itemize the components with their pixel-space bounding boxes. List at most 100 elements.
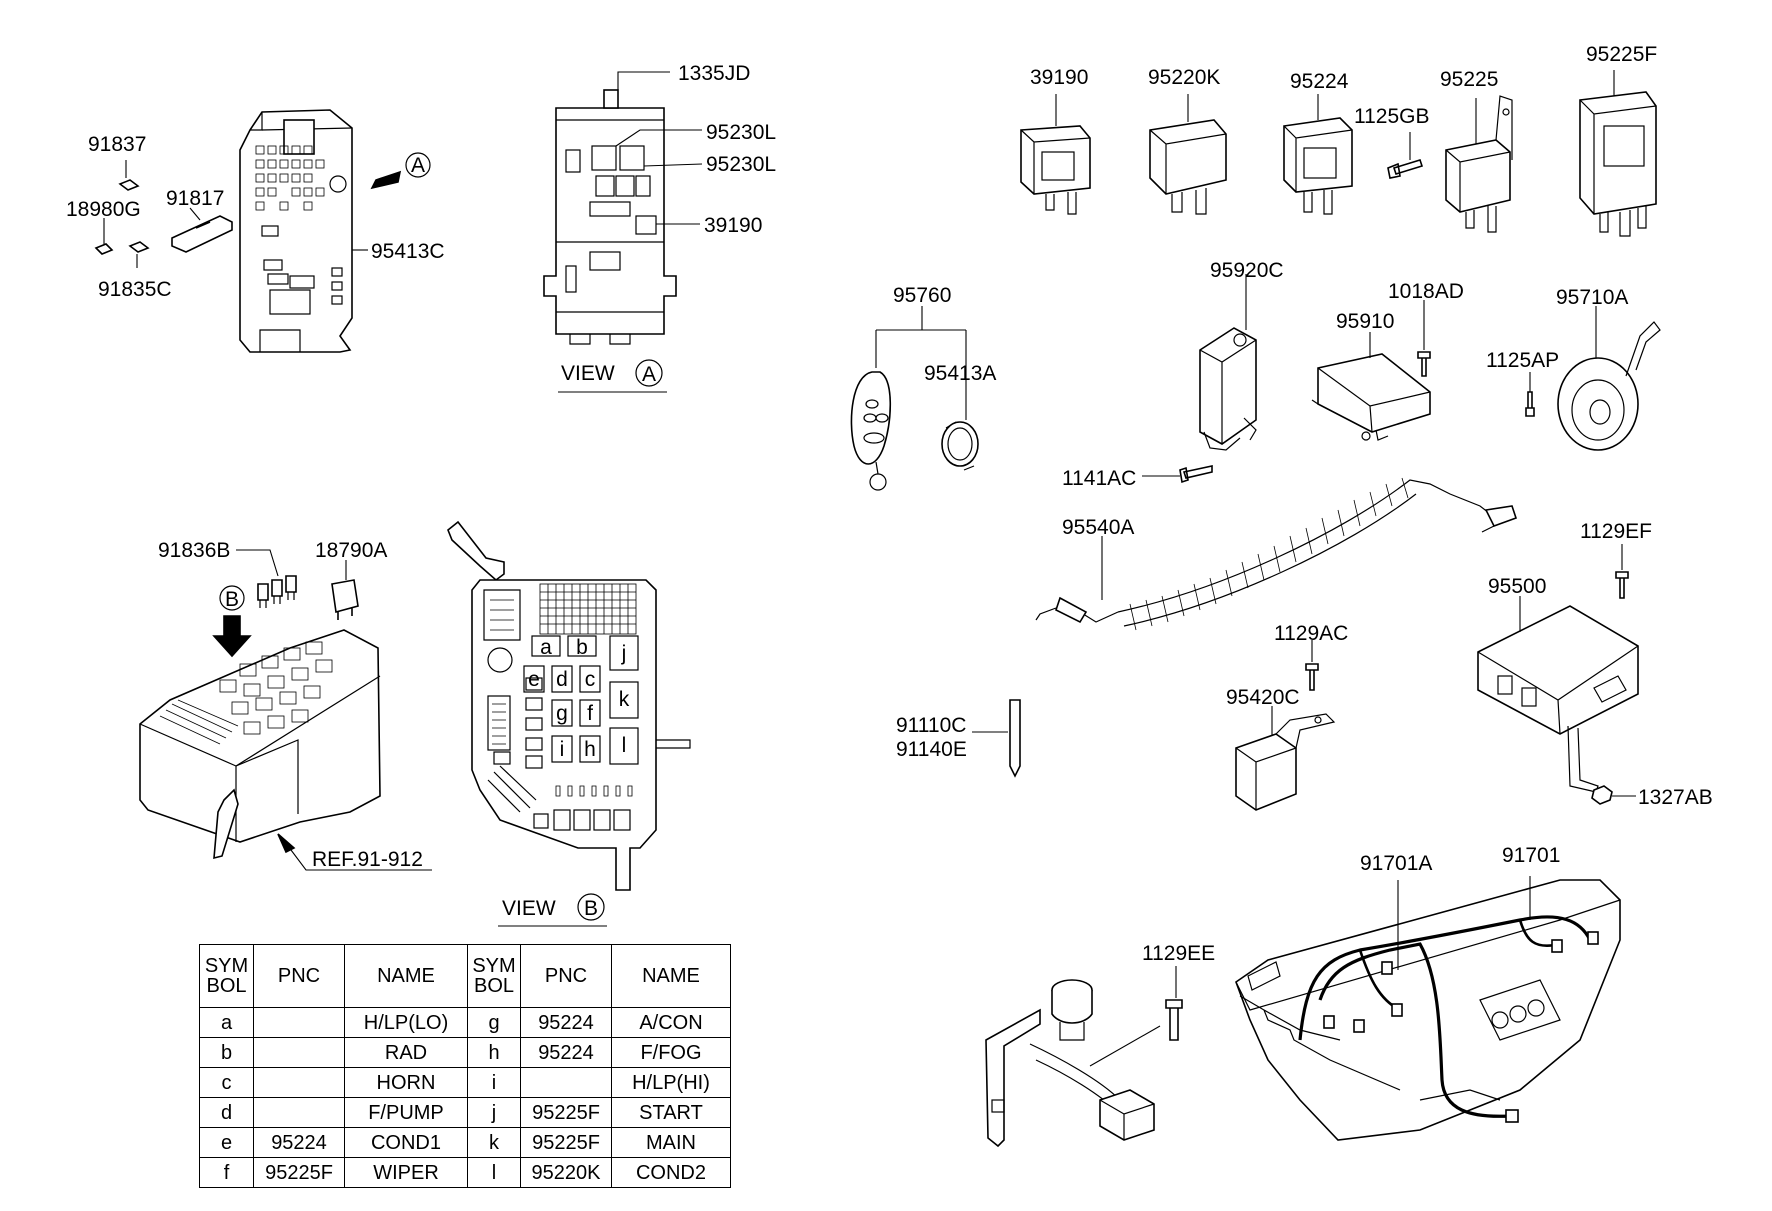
callout-1335jd: 1335JD (678, 62, 750, 85)
table-row: a H/LP(LO) g 95224 A/CON (199, 1007, 731, 1038)
table-cell: F/FOG (611, 1037, 731, 1068)
callout-95540a: 95540A (1062, 516, 1134, 539)
sensor-95920c (1199, 327, 1257, 451)
relay-95225 (1445, 95, 1513, 233)
callout-1327ab: 1327AB (1638, 786, 1713, 809)
header-pnc: PNC (253, 944, 345, 1008)
table-row: d F/PUMP j 95225F START (199, 1097, 731, 1128)
header-symbol: SYM BOL (199, 944, 254, 1008)
view-a-arrow-icon (370, 170, 402, 190)
ref-arrow-icon (277, 833, 296, 854)
module-95500 (1477, 605, 1639, 793)
marker-a-label: A (411, 154, 425, 177)
bolt-1129ac-shape (1305, 663, 1319, 691)
table-cell: f (199, 1157, 254, 1188)
table-row: f 95225F WIPER l 95220K COND2 (199, 1157, 731, 1188)
view-a-letter: A (642, 363, 656, 386)
table-cell: A/CON (611, 1007, 731, 1038)
callout-95224: 95224 (1290, 70, 1349, 93)
parts-table: SYM BOL PNC NAME SYM BOL PNC NAME a H/LP… (199, 944, 731, 1188)
fuses-91836b (257, 575, 297, 608)
relay-39190 (1020, 125, 1091, 215)
nut-1327ab-shape (1591, 785, 1613, 805)
fuse-slot-i: i (560, 738, 565, 761)
callout-95230l-a: 95230L (706, 121, 776, 144)
callout-91140e: 91140E (896, 738, 967, 761)
view-b-panel (447, 520, 691, 891)
table-cell: e (199, 1127, 254, 1158)
table-cell: MAIN (611, 1127, 731, 1158)
bolt-1141ac-shape (1179, 465, 1213, 484)
callout-91701: 91701 (1502, 844, 1560, 867)
table-cell: 95224 (253, 1127, 345, 1158)
callout-95910: 95910 (1336, 310, 1394, 333)
fuse-slot-d: d (556, 668, 568, 691)
table-header-row: SYM BOL PNC NAME SYM BOL PNC NAME (199, 944, 731, 1008)
view-a-title: VIEW (561, 362, 615, 385)
callout-18980g: 18980G (66, 198, 141, 221)
table-cell (253, 1037, 345, 1068)
table-cell: F/PUMP (344, 1097, 468, 1128)
bolt-1125gb-shape (1387, 159, 1424, 179)
table-cell: a (199, 1007, 254, 1038)
callout-18790a: 18790A (315, 539, 387, 562)
header-symbol-2: SYM BOL (467, 944, 521, 1008)
callout-95413c: 95413C (371, 240, 445, 263)
header-pnc-2: PNC (520, 944, 612, 1008)
bracket-assembly (985, 979, 1155, 1148)
fuse-slot-k: k (619, 688, 630, 711)
fuse-91837-shape (118, 179, 140, 191)
table-cell: COND1 (344, 1127, 468, 1158)
fuse-18790a-shape (331, 579, 359, 620)
callout-95920c: 95920C (1210, 259, 1284, 282)
view-b-title: VIEW (502, 897, 556, 920)
callout-1129ac: 1129AC (1274, 622, 1348, 645)
callout-1125ap: 1125AP (1486, 349, 1559, 372)
table-cell: k (467, 1127, 521, 1158)
table-cell: i (467, 1067, 521, 1098)
table-cell: WIPER (344, 1157, 468, 1188)
ref-label: REF.91-912 (312, 848, 423, 871)
table-cell: START (611, 1097, 731, 1128)
marker-b-label: B (225, 588, 239, 611)
callout-91817: 91817 (166, 187, 224, 210)
callout-91835c: 91835C (98, 278, 172, 301)
table-row: b RAD h 95224 F/FOG (199, 1037, 731, 1068)
fuse-slot-f: f (587, 702, 593, 725)
callout-95220k: 95220K (1148, 66, 1220, 89)
callout-1125gb: 1125GB (1354, 105, 1430, 128)
callout-1129ef: 1129EF (1580, 520, 1652, 543)
horn-95710a (1557, 321, 1661, 451)
relay-bracket-95420c (1235, 713, 1336, 811)
callout-1141ac: 1141AC (1062, 467, 1136, 490)
callout-95420c: 95420C (1226, 686, 1300, 709)
relay-95224 (1283, 117, 1353, 215)
callout-95710a: 95710A (1556, 286, 1628, 309)
bolt-1125ap-shape (1525, 391, 1535, 417)
table-cell (253, 1067, 345, 1098)
table-cell: H/LP(HI) (611, 1067, 731, 1098)
table-cell: HORN (344, 1067, 468, 1098)
fuse-box (139, 629, 381, 860)
callout-95413a: 95413A (924, 362, 996, 385)
table-cell: l (467, 1157, 521, 1188)
bolt-1129ef-shape (1615, 571, 1629, 599)
callout-95230l-b: 95230L (706, 153, 776, 176)
relay-95225f (1579, 91, 1657, 237)
fuse-slot-h: h (584, 738, 596, 761)
table-cell (520, 1067, 612, 1098)
table-cell: 95225F (253, 1157, 345, 1188)
fuse-slot-labels: a b j e d c k g f i h l (528, 636, 630, 761)
relay-95220k (1149, 119, 1227, 215)
dashboard-harness (1235, 879, 1621, 1141)
table-cell: 95225F (520, 1127, 612, 1158)
view-b-letter: B (584, 897, 598, 920)
table-cell: h (467, 1037, 521, 1068)
callout-39190: 39190 (1030, 66, 1088, 89)
table-cell (253, 1097, 345, 1128)
fuse-slot-e: e (528, 668, 540, 691)
module-95910 (1311, 353, 1431, 441)
fuse-slot-b: b (576, 636, 588, 659)
fuse-91835c-shape (128, 241, 150, 253)
